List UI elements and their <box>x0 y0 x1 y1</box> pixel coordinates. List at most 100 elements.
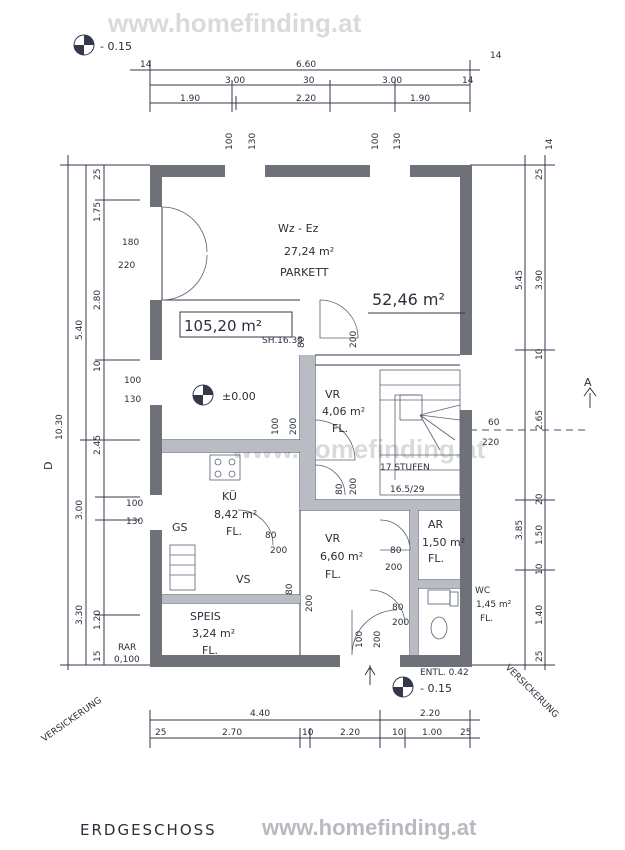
total-area: 105,20 m² <box>184 317 262 335</box>
staircase <box>379 369 461 496</box>
door-entry-a: 100 <box>355 631 365 648</box>
dim-right-r3-2: 10 <box>535 348 545 360</box>
dim-top-side: 14 <box>490 51 502 61</box>
left-dimensions <box>60 155 150 670</box>
dim-bottom-r2-2: 10 <box>302 728 314 738</box>
label-vs: VS <box>236 573 251 586</box>
open-left-upper-a: 180 <box>122 238 139 248</box>
dim-bottom-r1-0: 4.40 <box>250 709 270 719</box>
dim-right-r2-0: 5.45 <box>515 270 525 290</box>
dim-right-r3-7: 1.40 <box>535 605 545 625</box>
open-right-a: 60 <box>488 418 500 428</box>
door-5-b: 200 <box>305 595 315 612</box>
terrace-door <box>161 206 208 301</box>
label-versickerung-left: VERSICKERUNG <box>40 696 104 745</box>
room-speis-floor: FL. <box>202 644 218 657</box>
outer-walls <box>150 165 472 667</box>
dim-bottom-r2-3: 2.20 <box>340 728 360 738</box>
dim-top-r2-0: 14 <box>140 60 152 70</box>
open-right-b: 220 <box>482 438 499 448</box>
open-top-left-b: 130 <box>248 133 258 150</box>
room-ar-area: 1,50 m² <box>422 536 465 549</box>
dim-bottom-r2-5: 1.00 <box>422 728 442 738</box>
door-7-a: 80 <box>392 603 404 613</box>
open-left-mid-b: 130 <box>124 395 141 405</box>
level-symbol-top <box>73 34 95 56</box>
dim-right-r3-0: 25 <box>535 169 545 180</box>
room-vr-upper-floor: FL. <box>332 422 348 435</box>
door-4-b: 200 <box>270 546 287 556</box>
dim-top-r2-3: 3.00 <box>382 76 402 86</box>
section-marker: A <box>584 376 592 389</box>
label-rar-val: 0,100 <box>114 655 140 665</box>
door-4-a: 80 <box>265 531 277 541</box>
room-wc-floor: FL. <box>480 614 493 624</box>
room-doors <box>237 299 411 656</box>
open-top-right-b: 130 <box>393 133 403 150</box>
kitchen-fixtures <box>169 454 241 591</box>
dim-top-r2-4: 14 <box>462 76 474 86</box>
bottom-dimensions <box>149 710 480 748</box>
room-vr-lower-area: 6,60 m² <box>320 550 363 563</box>
open-top-left-a: 100 <box>225 133 235 150</box>
open-left-lower-b: 130 <box>126 517 143 527</box>
dim-left-r3-3: 10 <box>93 360 103 372</box>
door-entry-b: 200 <box>373 631 383 648</box>
level-bottom: - 0.15 <box>420 682 452 695</box>
dim-right-r3-6: 10 <box>535 563 545 575</box>
dim-left-r2-0: 5.40 <box>75 320 85 340</box>
interior-walls <box>162 299 460 655</box>
dim-top-overall: 6.60 <box>296 60 316 70</box>
wc-sink-icon <box>449 591 459 607</box>
open-top-right-a: 100 <box>371 133 381 150</box>
room-speis-area: 3,24 m² <box>192 627 235 640</box>
room-wohn-area: 27,24 m² <box>284 245 334 258</box>
level-center: ±0.00 <box>222 390 256 403</box>
dim-left-r2-2: 3.30 <box>75 605 85 625</box>
room-vr-upper-area: 4,06 m² <box>322 405 365 418</box>
dim-bottom-r2-1: 2.70 <box>222 728 242 738</box>
right-dimensions <box>470 155 590 670</box>
dim-top-r3-1: 2.20 <box>296 94 316 104</box>
section-marker-left: D <box>42 462 55 470</box>
room-ar-name: AR <box>428 518 444 531</box>
room-wohn-name: Wz - Ez <box>278 222 319 235</box>
open-left-mid-a: 100 <box>124 376 141 386</box>
dim-left-overall: 10.30 <box>55 414 65 440</box>
dim-right-r3-4: 20 <box>535 493 545 505</box>
level-top: - 0.15 <box>100 40 132 53</box>
stairs-name: 17 STUFEN <box>380 463 430 473</box>
door-2-b: 200 <box>289 418 299 435</box>
dim-top-r3-0: 1.90 <box>180 94 200 104</box>
label-entl: ENTL. 0.42 <box>420 668 469 678</box>
dim-left-r3-2: 2.80 <box>93 290 103 310</box>
room-ar-floor: FL. <box>428 552 444 565</box>
dim-left-r3-0: 25 <box>93 169 103 180</box>
watermark-bottom: www.homefinding.at <box>261 815 477 840</box>
stairs-dims: 16.5/29 <box>390 485 425 495</box>
total-area-box <box>179 311 293 338</box>
dim-left-r3-1: 1.75 <box>93 202 103 222</box>
dim-right-overall: 14 <box>545 138 555 150</box>
dim-top-r3-2: 1.90 <box>410 94 430 104</box>
door-2-a: 100 <box>271 418 281 435</box>
section-arrow-icon <box>583 387 597 408</box>
door-1-b: 200 <box>349 331 359 348</box>
drawing-title: ERDGESCHOSS <box>80 821 217 839</box>
label-gs: GS <box>172 521 188 534</box>
dim-bottom-r1-1: 2.20 <box>420 709 440 719</box>
dim-bottom-r2-6: 25 <box>460 728 471 738</box>
level-symbol-center <box>192 384 214 406</box>
door-7-b: 200 <box>392 618 409 628</box>
room-vr-lower-name: VR <box>325 532 341 545</box>
room-vr-upper-name: VR <box>325 388 341 401</box>
dim-left-r2-1: 3.00 <box>75 500 85 520</box>
door-3-a: 80 <box>335 483 345 495</box>
door-5-a: 80 <box>285 583 295 595</box>
door-1-a: 80 <box>297 336 307 348</box>
open-left-upper-b: 220 <box>118 261 135 271</box>
room-kueche-name: KÜ <box>222 490 237 503</box>
room-wc-name: WC <box>475 586 490 596</box>
door-3-b: 200 <box>349 478 359 495</box>
